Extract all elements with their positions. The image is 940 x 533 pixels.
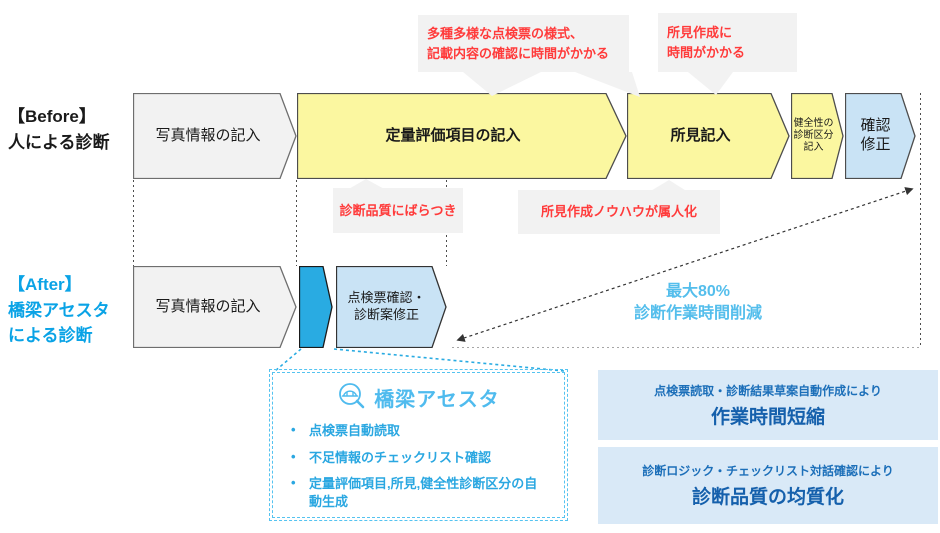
before-heading: 【Before】 人による診断 xyxy=(8,104,138,155)
assista-bullet-list: • 点検票自動読取 • 不足情報のチェックリスト確認 • 定量評価項目,所見,健… xyxy=(291,422,552,510)
before-step-findings: 所見記入 xyxy=(627,93,790,179)
callout-top-left: 多種多様な点検票の様式、 記載内容の確認に時間がかかる xyxy=(418,15,629,72)
before-step-confirm-label: 確認 修正 xyxy=(845,93,916,179)
chevron-shape xyxy=(791,93,844,179)
before-step-health-line2: 診断区分 xyxy=(793,130,834,141)
before-step-health-line3: 記入 xyxy=(803,142,824,153)
after-step-confirm-label: 点検票確認・ 診断案修正 xyxy=(336,266,447,348)
chevron-shape xyxy=(299,266,333,348)
list-item: • 不足情報のチェックリスト確認 xyxy=(291,449,552,467)
before-heading-line1: 【Before】 xyxy=(8,107,96,126)
savings-note: 最大80% 診断作業時間削減 xyxy=(553,281,843,324)
assista-detail-box: 橋梁アセスタ • 点検票自動読取 • 不足情報のチェックリスト確認 • 定量評価… xyxy=(269,369,568,521)
callout-tail xyxy=(688,72,733,95)
before-step-health-label: 健全性の 診断区分 記入 xyxy=(791,93,844,179)
after-step-photo-label: 写真情報の記入 xyxy=(155,297,261,315)
after-heading-line1: 【After】 xyxy=(8,275,82,294)
savings-line1: 最大80% xyxy=(665,283,731,300)
bridge-magnifier-icon xyxy=(339,383,365,409)
after-heading-line2: 橋梁アセスタ xyxy=(8,300,110,320)
before-step-findings-label: 所見記入 xyxy=(670,126,731,144)
before-step-photo: 写真情報の記入 xyxy=(133,93,297,179)
before-step-health-line1: 健全性の xyxy=(793,118,834,129)
benefit-time-subtitle: 点検票読取・診断結果草案自動作成により xyxy=(654,383,882,398)
before-step-photo-label: 写真情報の記入 xyxy=(155,126,261,144)
bullet-icon: • xyxy=(291,448,296,464)
chevron-shape xyxy=(133,266,297,348)
bullet-icon: • xyxy=(291,475,296,491)
callout-top-right: 所見作成に 時間がかかる xyxy=(658,13,797,72)
before-step-quantitative: 定量評価項目の記入 xyxy=(297,93,627,179)
after-step-confirm-line1: 点検票確認・ xyxy=(347,290,426,306)
chevron-shape xyxy=(845,93,916,179)
list-item: • 点検票自動読取 xyxy=(291,422,552,440)
callout-mid-left: 診断品質にばらつき xyxy=(333,188,463,233)
benefit-box-quality: 診断ロジック・チェックリスト対話確認により 診断品質の均質化 xyxy=(598,447,938,524)
after-step-assista-auto xyxy=(299,266,333,348)
after-step-photo: 写真情報の記入 xyxy=(133,266,297,348)
assista-bullet-1: 点検票自動読取 xyxy=(309,423,401,438)
before-step-confirm-line1: 確認 xyxy=(860,117,891,135)
before-step-health: 健全性の 診断区分 記入 xyxy=(791,93,844,179)
benefit-quality-title: 診断品質の均質化 xyxy=(691,487,844,508)
chevron-shape xyxy=(627,93,790,179)
before-step-confirm: 確認 修正 xyxy=(845,93,916,179)
after-step-confirm: 点検票確認・ 診断案修正 xyxy=(336,266,447,348)
callout-top-right-line2: 時間がかかる xyxy=(667,44,746,60)
callout-top-left-line2: 記載内容の確認に時間がかかる xyxy=(427,45,610,61)
after-step-confirm-line2: 診断案修正 xyxy=(353,307,419,322)
assista-bullet-2: 不足情報のチェックリスト確認 xyxy=(309,449,492,465)
callout-mid-right-text: 所見作成ノウハウが属人化 xyxy=(540,204,697,220)
after-heading-line3: による診断 xyxy=(8,326,93,345)
callout-top-left-line1: 多種多様な点検票の様式、 xyxy=(427,26,584,41)
bullet-icon: • xyxy=(291,422,296,437)
assista-connector-line xyxy=(333,348,565,372)
benefit-quality-subtitle: 診断ロジック・チェックリスト対話確認により xyxy=(642,464,894,478)
callout-mid-left-text: 診断品質にばらつき xyxy=(339,202,457,218)
assista-logo-text: 橋梁アセスタ xyxy=(374,388,500,411)
savings-line2: 診断作業時間削減 xyxy=(633,304,762,322)
before-step-confirm-line2: 修正 xyxy=(860,136,891,153)
assista-bullet-3: 定量評価項目,所見,健全性診断区分の自動生成 xyxy=(309,476,538,509)
callout-mid-right: 所見作成ノウハウが属人化 xyxy=(518,190,720,234)
assista-connector-line xyxy=(274,348,302,372)
benefit-time-title: 作業時間短縮 xyxy=(710,406,825,428)
chevron-shape xyxy=(336,266,447,348)
before-heading-line2: 人による診断 xyxy=(8,132,110,152)
before-step-quantitative-label: 定量評価項目の記入 xyxy=(385,126,521,144)
assista-logo: 橋梁アセスタ xyxy=(273,382,564,412)
callout-top-right-line1: 所見作成に xyxy=(667,25,733,40)
list-item: • 定量評価項目,所見,健全性診断区分の自動生成 xyxy=(291,475,552,510)
chevron-shape xyxy=(133,93,297,179)
chevron-shape xyxy=(297,93,627,179)
after-heading: 【After】 橋梁アセスタ による診断 xyxy=(8,272,138,349)
benefit-box-time: 点検票読取・診断結果草案自動作成により 作業時間短縮 xyxy=(598,370,938,440)
